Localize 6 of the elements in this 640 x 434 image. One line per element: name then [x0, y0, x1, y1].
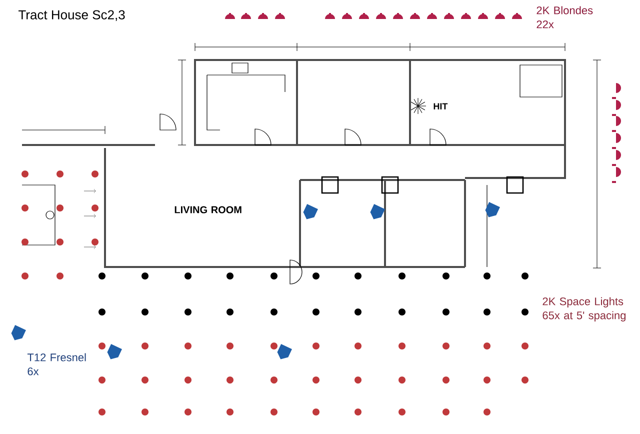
title: Tract House Sc2,3	[18, 10, 125, 21]
room-label: LIVING ROOM	[174, 206, 242, 214]
light-label: 2K Space Lights 65x at 5' spacing	[542, 297, 626, 322]
light-label: T12 Fresnel 6x	[27, 353, 86, 376]
light-label: 2K Blondes 22x	[536, 6, 593, 28]
room-label: HIT	[434, 103, 448, 110]
